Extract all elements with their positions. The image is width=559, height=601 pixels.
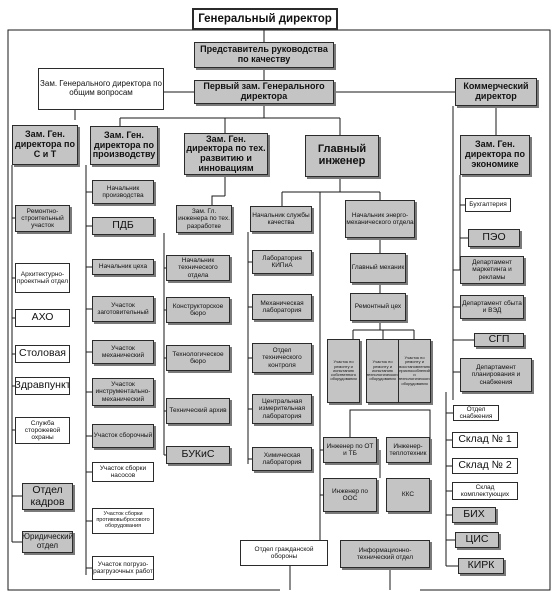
repair-construction-site: Ремонтно-строительный участок	[15, 205, 70, 232]
quality-service-head: Начальник службы качества	[250, 206, 312, 232]
mechanical-site: Участок механический	[92, 340, 154, 364]
architecture-design-dept: Архитектурно-проектный отдел	[15, 263, 70, 293]
warehouse-2: Склад № 2	[452, 458, 518, 474]
commercial-director: Коммерческий директор	[455, 78, 537, 106]
general-director: Генеральный директор	[192, 8, 338, 30]
connector-gd-left	[7, 29, 280, 591]
civil-defense-dept: Отдел гражданской обороны	[240, 540, 328, 566]
safety-engineer: Инженер по ОТ и ТБ	[323, 437, 377, 463]
pdb-dept: ПДБ	[92, 217, 154, 235]
technical-dept-head: Начальник технического отдела	[166, 255, 230, 281]
central-measurement-lab: Центральная измерительная лаборатория	[252, 394, 312, 424]
security-service: Служба сторожевой охраны	[15, 417, 70, 444]
repair-site-fixtures: Участок по ремонту и восстановлению прис…	[398, 339, 431, 403]
hr-dept: Отдел кадров	[22, 483, 73, 510]
deputy-production: Зам. Ген. директора по производству	[90, 126, 158, 165]
marketing-dept: Департамент маркетинга и рекламы	[460, 256, 524, 284]
deputy-general-affairs: Зам. Генерального директора по общим воп…	[38, 68, 164, 110]
accounting: Бухгалтерия	[465, 198, 511, 212]
connector-tr-zgi	[211, 195, 225, 205]
kirk-dept: КИРК	[458, 558, 504, 574]
deputy-economics: Зам. Ген. директора по экономике	[460, 135, 530, 175]
bih-dept: БИХ	[452, 507, 496, 523]
energy-mechanical-head: Начальник энерго-механического отдела	[345, 200, 415, 238]
connector-gd-right	[264, 29, 551, 591]
canteen: Столовая	[15, 345, 70, 363]
repair-shop: Ремонтный цех	[350, 293, 406, 321]
mechanical-laboratory: Механическая лаборатория	[252, 294, 312, 320]
tool-mechanical-site: Участок инструментально-механический	[92, 378, 154, 406]
blank-site: Участок заготовительный	[92, 296, 154, 322]
chief-engineer: Главный инженер	[305, 135, 379, 177]
deputy-s-and-t: Зам. Ген. директора по С и Т	[12, 125, 78, 165]
first-deputy-general-director: Первый зам. Генерального директора	[194, 80, 334, 104]
loading-site: Участок погрузо-разгрузочных работ	[92, 556, 154, 580]
aho-dept: АХО	[15, 309, 70, 327]
shop-head: Начальник цеха	[92, 259, 154, 275]
repair-site-tech-equipment: Участок по ремонту и испытанию технологи…	[366, 339, 399, 403]
peo-dept: ПЭО	[468, 229, 520, 247]
it-dept: Информационно-технический отдел	[340, 540, 430, 568]
design-bureau: Конструкторское бюро	[166, 297, 230, 323]
deputy-tech-development: Зам. Ген. директора по тех. развитию и и…	[184, 133, 268, 175]
components-warehouse: Склад комплектующих	[452, 482, 518, 500]
technology-bureau: Технологическое бюро	[166, 345, 230, 371]
warehouse-1: Склад № 1	[452, 432, 518, 448]
heat-engineer: Инженер-теплотехник	[386, 437, 430, 463]
bukis-dept: БУКиС	[166, 446, 230, 464]
kipia-laboratory: Лаборатория КИПиА	[252, 250, 312, 274]
environment-engineer: Инженер по ООС	[323, 478, 377, 512]
planning-supply-dept: Департамент планирования и снабжения	[460, 358, 532, 392]
first-aid-post: Здравпункт	[15, 377, 70, 395]
bop-assembly-site: Участок сборки противовыбросового оборуд…	[92, 508, 154, 534]
sales-dept: Департамент сбыта и ВЭД	[460, 295, 524, 319]
supply-dept: Отдел снабжения	[453, 405, 499, 421]
deputy-chief-engineer-tech: Зам. Гл. инженера по тех. разработке	[176, 205, 232, 233]
chemical-laboratory: Химическая лаборатория	[252, 447, 312, 471]
quality-representative: Представитель руководства по качеству	[194, 42, 334, 68]
repair-site-own-equipment: Участок по ремонту и испытанию собственн…	[327, 339, 360, 403]
pump-assembly-site: Участок сборки насосов	[92, 462, 154, 482]
sgp-dept: СГП	[474, 333, 524, 347]
cis-dept: ЦИС	[455, 532, 499, 548]
chief-mechanic: Главный механик	[350, 253, 406, 283]
technical-control-dept: Отдел технического контроля	[252, 343, 312, 373]
production-head: Начальник производства	[92, 180, 154, 204]
assembly-site: Участок сборочный	[92, 424, 154, 448]
legal-dept: Юридический отдел	[22, 531, 73, 553]
kks-dept: ККС	[386, 478, 430, 512]
technical-archive: Технический архив	[166, 398, 230, 424]
